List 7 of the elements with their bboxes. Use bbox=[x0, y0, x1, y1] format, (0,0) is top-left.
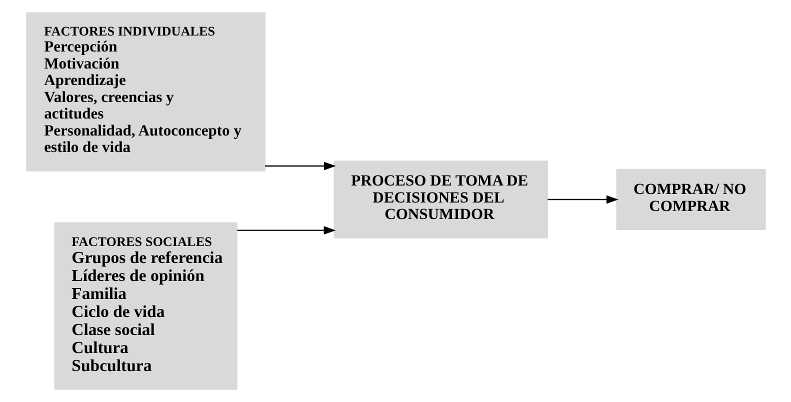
node-box: PROCESO DE TOMA DE DECISIONES DEL CONSUMIDOR bbox=[333, 160, 548, 238]
arrow bbox=[264, 162, 336, 170]
arrow bbox=[236, 226, 336, 235]
node-box: FACTORES SOCIALES Grupos de referencia Líderes de opinión Familia Ciclo de vida Clase social Cultura Subcultura bbox=[54, 222, 237, 390]
node-box: COMPRAR/ NO COMPRAR bbox=[616, 168, 766, 230]
node-box: FACTORES INDIVIDUALES Percepción Motivación Aprendizaje Valores, creencias y actitudes Personalidad, Autoconcepto y estilo de vida bbox=[26, 12, 266, 172]
arrow bbox=[547, 195, 618, 204]
